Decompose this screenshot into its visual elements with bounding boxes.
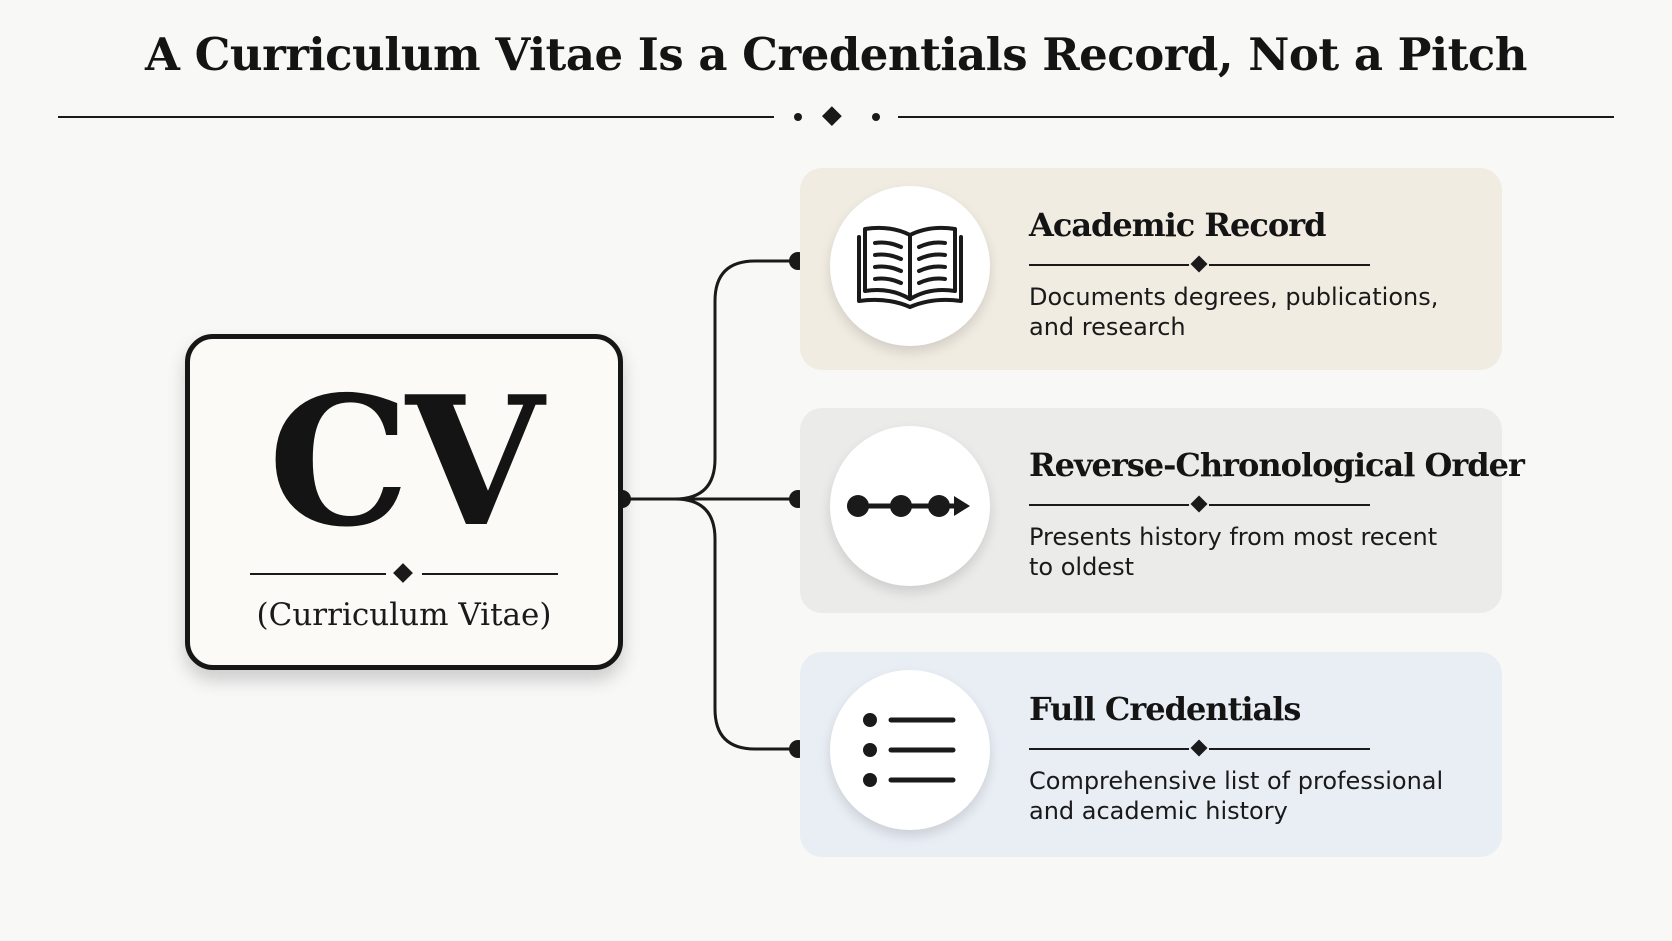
card-title: Academic Record <box>1029 206 1326 244</box>
card-divider-left <box>1029 504 1189 506</box>
cv-diamond-icon <box>393 563 413 583</box>
card-title: Full Credentials <box>1029 690 1301 728</box>
title-divider-right <box>898 116 1614 118</box>
bulleted-list-icon <box>863 713 956 787</box>
card-title: Reverse-Chronological Order <box>1029 446 1525 484</box>
card-diamond-icon <box>1190 255 1208 273</box>
card-description: Comprehensive list of professional and a… <box>1029 767 1444 825</box>
card-icon-circle <box>830 670 990 830</box>
card-full-credentials: Full Credentials Comprehensive list of p… <box>800 652 1502 857</box>
cv-divider-left <box>250 573 386 575</box>
cv-full-name: (Curriculum Vitae) <box>256 597 552 633</box>
timeline-arrow-icon <box>847 495 970 517</box>
title-divider-left <box>58 116 774 118</box>
card-divider-left <box>1029 748 1189 750</box>
cv-central-node: CV (Curriculum Vitae) <box>185 334 623 670</box>
open-book-icon <box>857 225 963 309</box>
card-icon-circle <box>830 186 990 346</box>
card-diamond-icon <box>1190 739 1208 757</box>
diagram-title: A Curriculum Vitae Is a Credentials Reco… <box>145 28 1527 81</box>
card-divider-right <box>1209 748 1370 750</box>
card-divider-right <box>1209 504 1370 506</box>
card-icon-circle <box>830 426 990 586</box>
cv-abbreviation: CV <box>268 357 544 566</box>
title-ornament-icon <box>794 106 880 127</box>
card-academic-record: Academic Record Documents degrees, publi… <box>800 168 1502 370</box>
card-reverse-chronological-order: Reverse-Chronological Order Presents his… <box>800 408 1525 613</box>
card-description: Presents history from most recent to old… <box>1029 523 1438 581</box>
card-divider-right <box>1209 264 1370 266</box>
card-diamond-icon <box>1190 495 1208 513</box>
card-description: Documents degrees, publications, and res… <box>1029 283 1439 341</box>
cv-divider-right <box>422 573 558 575</box>
card-divider-left <box>1029 264 1189 266</box>
